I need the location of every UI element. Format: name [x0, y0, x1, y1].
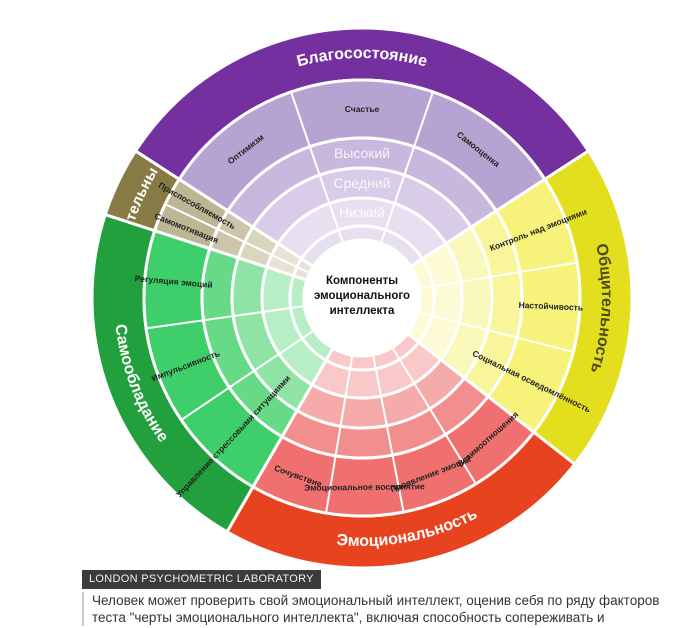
- item-label: Эмоциональное восприятие: [304, 481, 425, 493]
- item-divider: [419, 261, 578, 290]
- item-divider: [164, 203, 311, 274]
- item-divider: [145, 305, 305, 330]
- segment-name: Вспомогательные аспекты: [0, 0, 162, 223]
- item-divider: [180, 329, 315, 421]
- item-label: Настойчивость: [518, 300, 583, 313]
- item-divider: [379, 91, 434, 244]
- image-caption: Человек может проверить свой эмоциональн…: [82, 592, 678, 626]
- item-divider: [372, 354, 405, 513]
- center-label: Компоненты: [326, 275, 398, 287]
- level-label: Высокий: [334, 145, 390, 161]
- level-label: Низкий: [339, 204, 385, 220]
- segment-3: ЭмоциональностьВзаимоотношенияПроявление…: [224, 331, 577, 570]
- wheel-svg: БлагосостояниеОптимизмСчастьеСамооценкаО…: [0, 0, 632, 570]
- item-label: Счастье: [345, 104, 380, 114]
- center-label: интеллекта: [330, 305, 395, 317]
- item-divider: [325, 355, 354, 514]
- center-circle: [304, 240, 420, 356]
- item-divider: [391, 346, 477, 485]
- item-divider: [290, 91, 345, 244]
- center-label: эмоционального: [314, 290, 410, 302]
- photo-credit: LONDON PSYCHOMETRIC LABORATORY: [82, 570, 321, 589]
- level-label: Средний: [334, 175, 391, 191]
- item-divider: [417, 311, 574, 353]
